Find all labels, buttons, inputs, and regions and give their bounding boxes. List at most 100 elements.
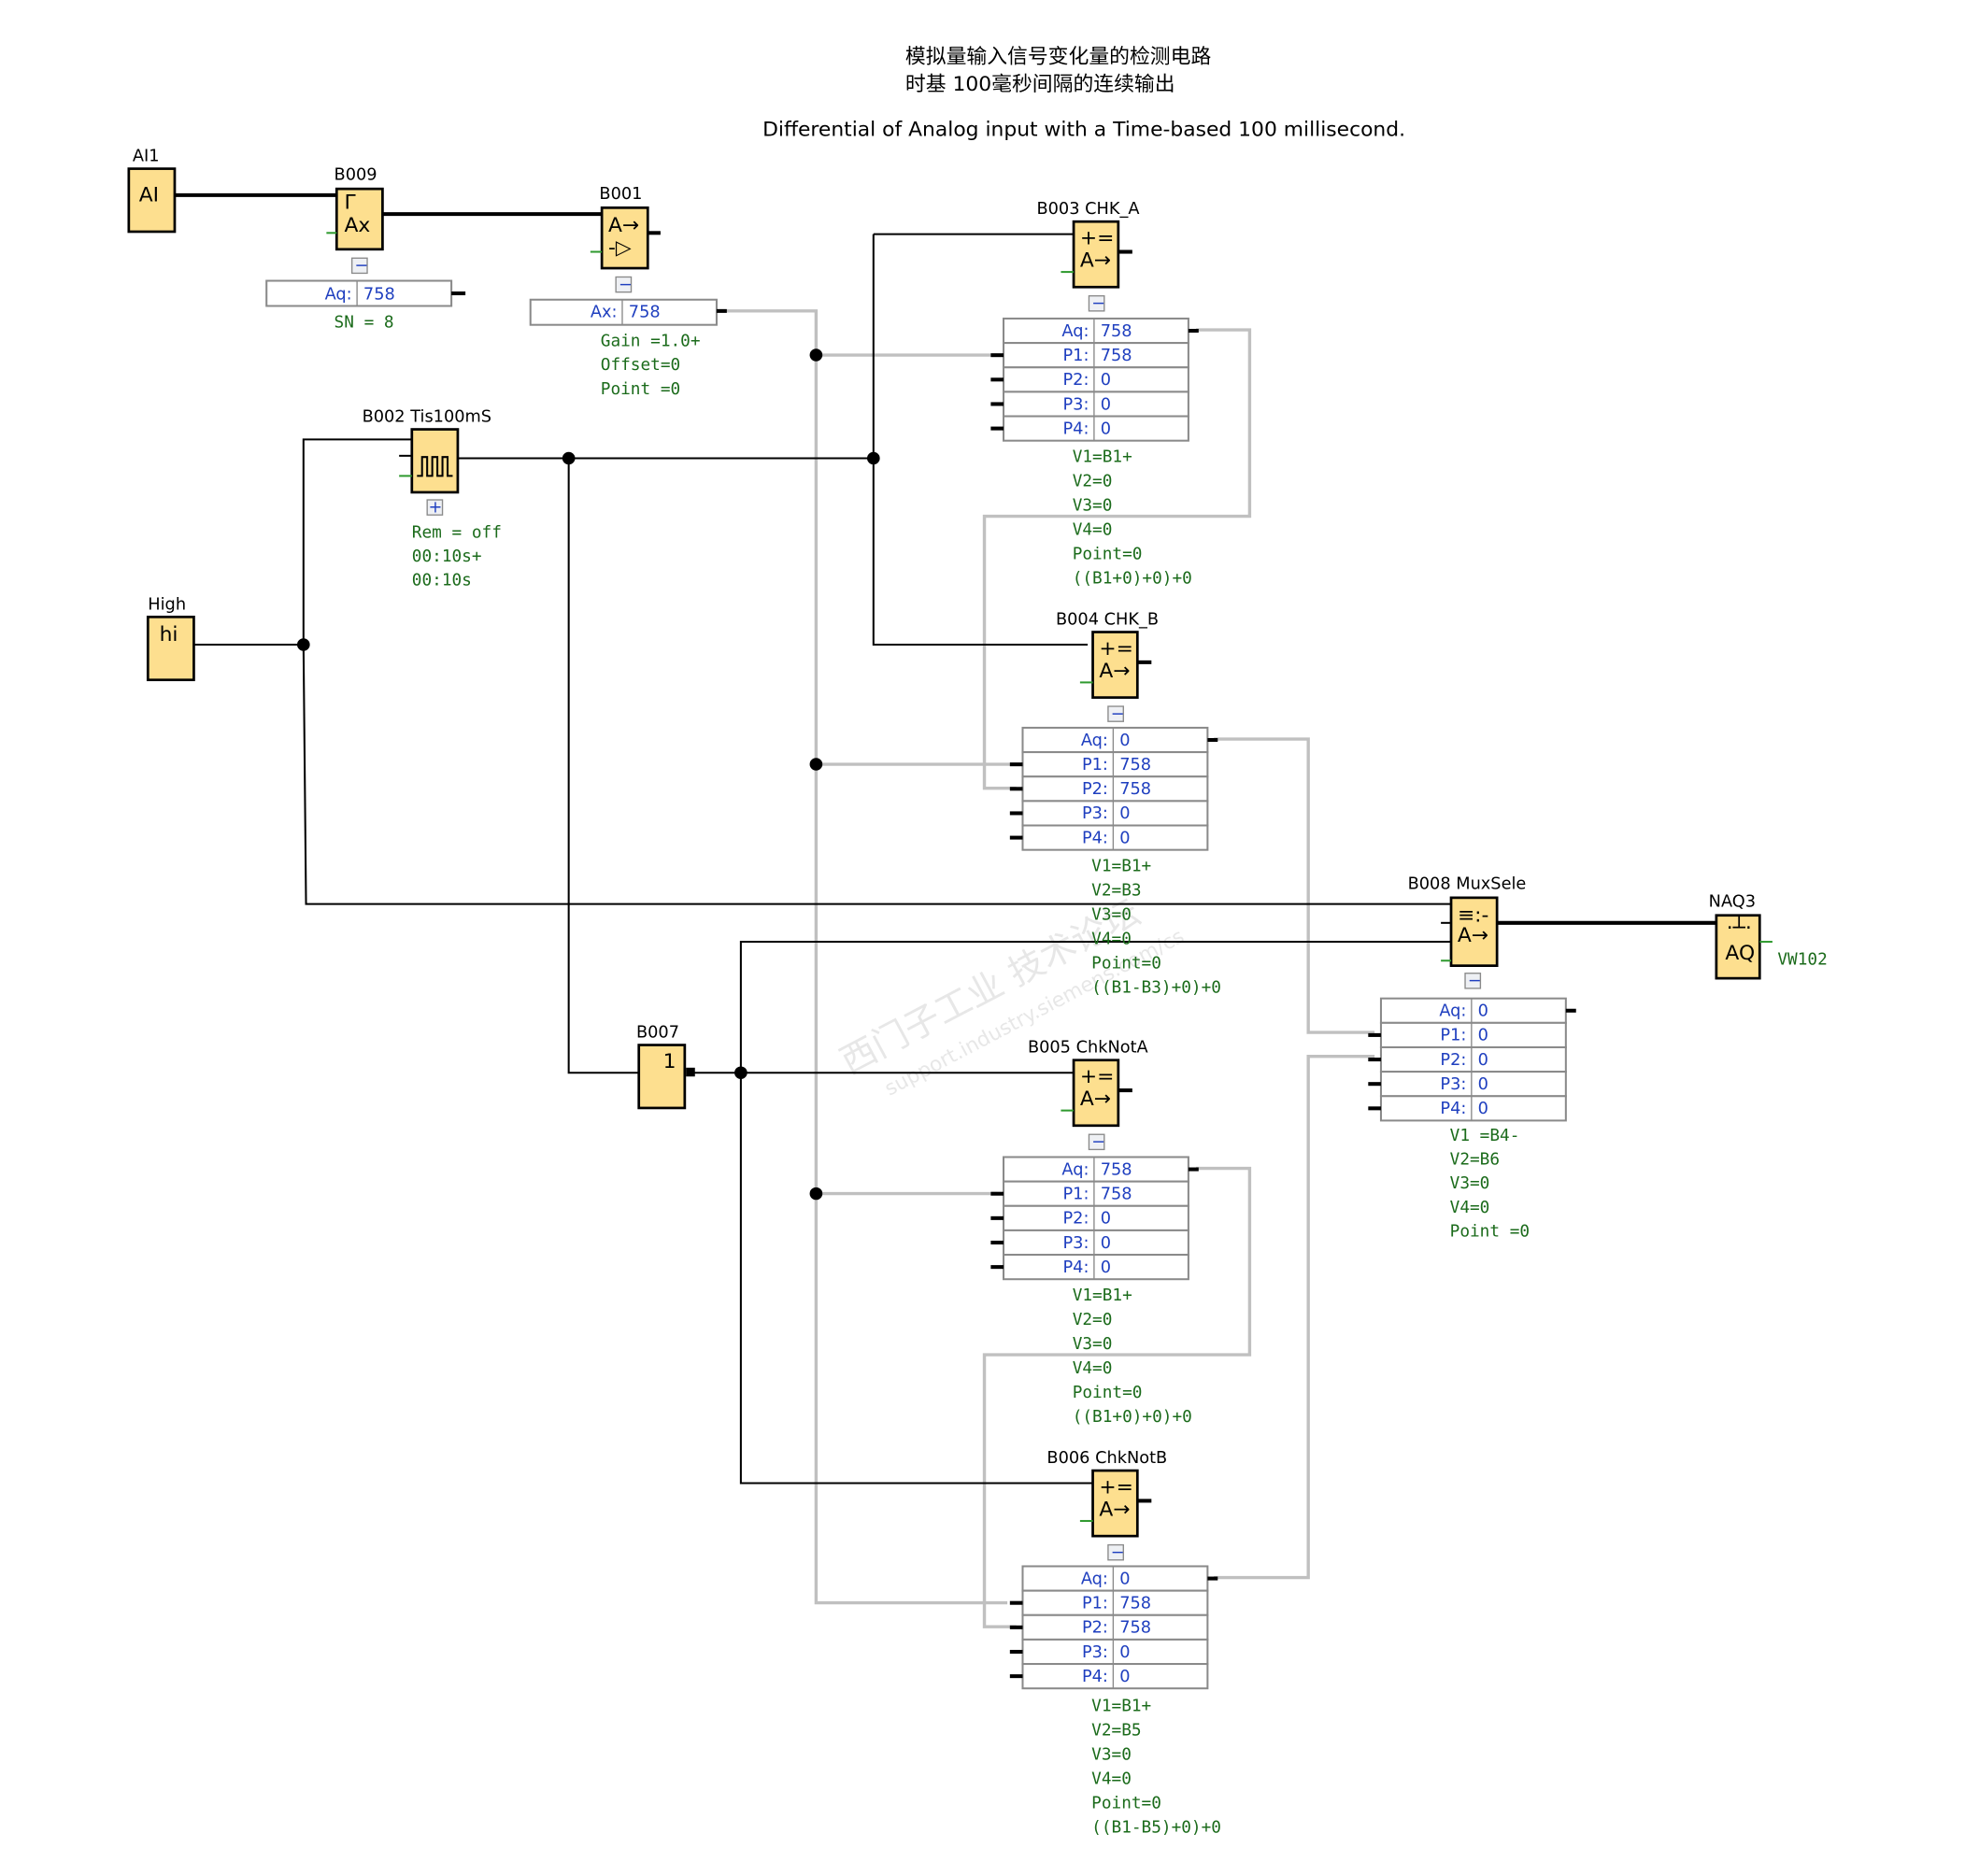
row-value: 0 <box>1478 1002 1488 1021</box>
svg-text:Gain =1.0+: Gain =1.0+ <box>601 333 701 351</box>
blocks.b003-row <box>1002 391 1189 418</box>
blocks.b004-row <box>1021 824 1209 851</box>
svg-text:V3=0: V3=0 <box>1073 1335 1113 1354</box>
b009-value-table <box>265 279 453 307</box>
math-instruction-icon: += <box>1080 1065 1115 1088</box>
wire-high-b002 <box>302 438 412 645</box>
wire-high-b008 <box>302 644 1454 905</box>
svg-text:((B1+0)+0)+0: ((B1+0)+0)+0 <box>1073 570 1192 589</box>
row-label: P3: <box>1440 1075 1466 1094</box>
junction <box>734 1066 747 1079</box>
svg-text:Point=0: Point=0 <box>1073 1384 1143 1402</box>
block-b005[interactable]: B005 ChkNotA+=A→−Aq:758P1:758P2:0P3:0P4:… <box>990 1039 1199 1427</box>
blocks.b006-row <box>1021 1589 1209 1616</box>
block-b004[interactable]: B004 CHK_B+=A→−Aq:0P1:758P2:758P3:0P4:0V… <box>1009 611 1221 998</box>
block-b006[interactable]: B006 ChkNotB+=A→−Aq:0P1:758P2:758P3:0P4:… <box>1009 1449 1221 1838</box>
svg-text:V1 =B4-: V1 =B4- <box>1450 1127 1520 1145</box>
blocks.b005-row <box>1002 1254 1189 1281</box>
block-b008[interactable]: B008 MuxSele ≡:- A→ − Aq:0P1:0P2:0P3:0P4… <box>1368 875 1576 1242</box>
row-label: P3: <box>1062 395 1089 414</box>
row-label: P2: <box>1440 1051 1466 1070</box>
row-label: Aq: <box>1081 732 1108 750</box>
svg-text:−: − <box>619 276 633 294</box>
pulse-generator-icon <box>417 456 453 477</box>
row-label: P2: <box>1062 371 1089 390</box>
row-label: Aq: <box>1061 1160 1089 1179</box>
svg-text:Point=0: Point=0 <box>1073 546 1143 564</box>
blocks.b008-row <box>1379 1021 1567 1048</box>
svg-text:Point =0: Point =0 <box>601 380 680 399</box>
row-value: 0 <box>1119 732 1130 750</box>
collapse-toggle[interactable] <box>1464 973 1482 989</box>
svg-text:V2=B5: V2=B5 <box>1091 1722 1141 1741</box>
expand-toggle[interactable] <box>426 499 444 516</box>
collapse-toggle[interactable] <box>615 276 633 293</box>
row-value: 0 <box>1101 419 1111 438</box>
block-b009[interactable]: B009 Γ Ax − Aq: 758 SN = 8 <box>265 166 466 333</box>
row-value: 758 <box>1101 347 1132 365</box>
collapse-toggle[interactable] <box>350 257 368 275</box>
svg-text:−: − <box>1468 972 1482 990</box>
block-ai1[interactable]: AI1 AI <box>127 148 177 234</box>
block-ai1-label: AI1 <box>133 148 160 166</box>
svg-text:V3=0: V3=0 <box>1091 906 1132 925</box>
svg-text:V1=B1+: V1=B1+ <box>1091 1698 1151 1716</box>
blocks.b006-row <box>1021 1638 1209 1666</box>
blocks.b003-row <box>1002 342 1189 369</box>
collapse-toggle[interactable] <box>1088 1133 1105 1151</box>
row-value: 758 <box>1119 1595 1151 1613</box>
diagram-title: 模拟量输入信号变化量的检测电路 时基 100毫秒间隔的连续输出 Differen… <box>762 46 1405 142</box>
row-label: Aq: <box>1081 1570 1108 1588</box>
blocks.b005-row <box>1002 1156 1189 1183</box>
row-label: P4: <box>1062 1258 1089 1277</box>
row-label: P1: <box>1062 1186 1089 1204</box>
svg-text:((B1-B3)+0)+0: ((B1-B3)+0)+0 <box>1091 979 1221 998</box>
block-b004-label: B004 CHK_B <box>1056 611 1159 630</box>
blocks.b004-row <box>1021 726 1209 754</box>
svg-text:V4=0: V4=0 <box>1073 521 1113 540</box>
block-b007-label: B007 <box>636 1024 679 1043</box>
blocks.b004-row <box>1021 775 1209 803</box>
mux-icon: ≡:- <box>1458 904 1489 928</box>
collapse-toggle[interactable] <box>1088 295 1105 312</box>
row-label: Aq: <box>1061 322 1089 341</box>
collapse-toggle[interactable] <box>1107 705 1124 722</box>
junction <box>809 1187 823 1201</box>
math-blocks: B003 CHK_A+=A→−Aq:758P1:758P2:0P3:0P4:0V… <box>990 200 1221 1837</box>
row-label: P4: <box>1082 1668 1108 1686</box>
block-b007[interactable]: B007 1 <box>636 1024 695 1110</box>
row-label: P1: <box>1082 1595 1108 1613</box>
svg-text:Ax:: Ax: <box>591 304 618 322</box>
block-b009-label: B009 <box>335 166 377 185</box>
high-constant-icon: hi <box>160 623 178 647</box>
block-naq3[interactable]: NAQ3 ·┴· AQ VW102 <box>1709 892 1828 980</box>
b008-value-table: Aq:0P1:0P2:0P3:0P4:0 <box>1368 997 1576 1122</box>
collapse-toggle[interactable] <box>1107 1543 1124 1561</box>
svg-text:A→: A→ <box>1080 249 1111 273</box>
row-value: 758 <box>1101 1160 1132 1179</box>
not-gate-icon: 1 <box>663 1050 676 1073</box>
svg-text:Offset=0: Offset=0 <box>601 356 680 375</box>
row-value: 0 <box>1119 829 1130 847</box>
svg-text:V2=B3: V2=B3 <box>1091 882 1141 901</box>
blocks.b008-row <box>1379 1045 1567 1073</box>
junction-nodes <box>296 348 880 1201</box>
svg-text:Point =0: Point =0 <box>1450 1222 1530 1241</box>
block-b002[interactable]: B002 Tis100mS + Rem = off 00:10s+ 00:10s <box>363 408 502 590</box>
block-high[interactable]: High hi <box>146 595 195 682</box>
svg-text:((B1-B5)+0)+0: ((B1-B5)+0)+0 <box>1091 1819 1221 1838</box>
svg-text:V3=0: V3=0 <box>1073 497 1113 516</box>
blocks.b008-row <box>1379 997 1567 1024</box>
svg-text:V1=B1+: V1=B1+ <box>1073 1286 1132 1305</box>
block-b003[interactable]: B003 CHK_A+=A→−Aq:758P1:758P2:0P3:0P4:0V… <box>990 200 1199 589</box>
block-b001[interactable]: B001 A→ -▷ − Ax: 758 Gain =1.0+ Offset=0… <box>529 185 727 399</box>
row-label: P3: <box>1062 1234 1089 1253</box>
naq3-address: VW102 <box>1777 950 1827 969</box>
row-value: 758 <box>1101 322 1132 341</box>
block-b003-label: B003 CHK_A <box>1036 200 1139 219</box>
row-value: 758 <box>1119 756 1151 775</box>
wire-b003-b004-p2 <box>982 328 1252 790</box>
analog-filter-icon: Ax <box>344 214 370 237</box>
row-value: 0 <box>1101 1234 1111 1253</box>
